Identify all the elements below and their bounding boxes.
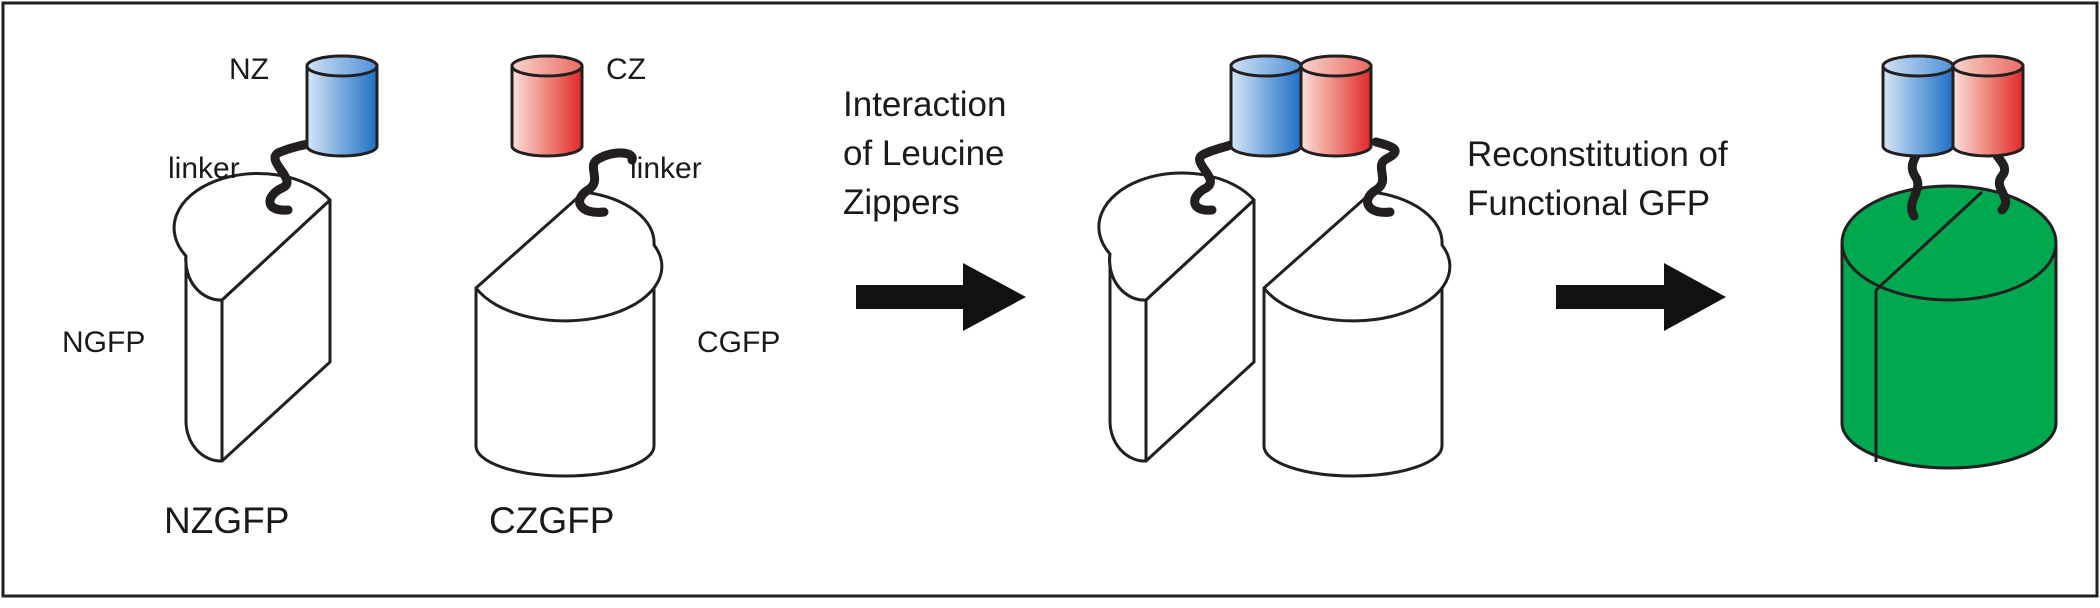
cgfp-top <box>474 190 664 323</box>
reconstitution-label-line-1: Reconstitution of <box>1467 135 1728 174</box>
ngfp-label: NGFP <box>62 326 145 359</box>
linker-label-right: linker <box>630 152 702 185</box>
interaction-ngfp-top <box>1097 171 1256 302</box>
interaction-arrow <box>856 263 1026 331</box>
interaction-nz-linker <box>1190 135 1245 215</box>
cgfp-label: CGFP <box>697 326 780 359</box>
reconstituted-nz-zipper <box>1881 54 1955 158</box>
cz-zipper <box>510 54 584 158</box>
czgfp-construct <box>474 54 664 478</box>
interaction-cgfp-top <box>1262 190 1452 323</box>
nzgfp-label: NZGFP <box>164 500 289 541</box>
gfp-barrel-body <box>1840 241 2058 470</box>
nzgfp-construct <box>172 54 379 463</box>
reconstituted-gfp <box>1840 54 2058 470</box>
cz-linker <box>575 148 637 217</box>
linker-label-left: linker <box>168 152 240 185</box>
nz-zipper <box>305 54 379 158</box>
ngfp-top <box>172 172 332 302</box>
reconstitution-label-line-2: Functional GFP <box>1467 184 1710 223</box>
interaction-cz-zipper <box>1299 54 1373 158</box>
gfp-seam <box>1874 190 1984 462</box>
interaction-label-line-3: Zippers <box>843 183 960 222</box>
reconstitution-arrow <box>1556 263 1726 331</box>
interaction-label-line-2: of Leucine <box>843 134 1005 173</box>
czgfp-label: CZGFP <box>489 500 614 541</box>
interaction-cz-linker <box>1363 137 1400 217</box>
reconstituted-cz-zipper <box>1951 54 2025 158</box>
interaction-label-line-1: Interaction <box>843 85 1006 124</box>
nz-label: NZ <box>229 53 269 86</box>
nz-linker <box>265 135 337 215</box>
interaction-nz-zipper <box>1229 54 1303 158</box>
cz-label: CZ <box>606 53 646 86</box>
interaction-state <box>1097 54 1452 478</box>
gfp-barrel-top <box>1840 184 2058 302</box>
